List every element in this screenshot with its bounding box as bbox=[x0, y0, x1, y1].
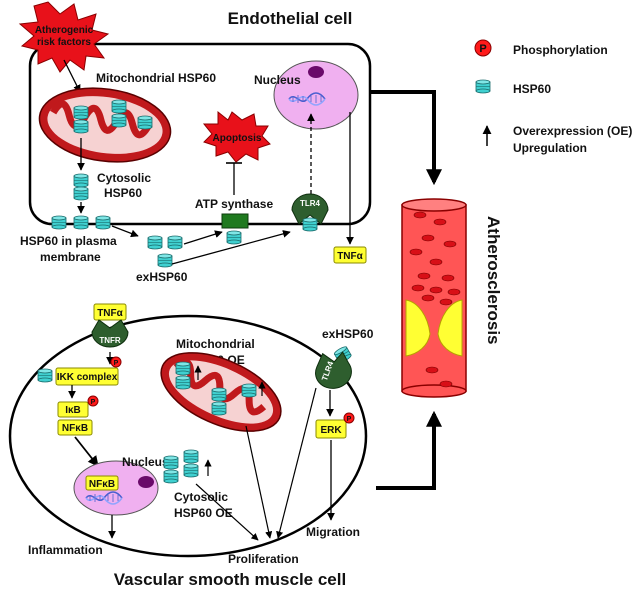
endothelial-exhsp60-1 bbox=[147, 235, 163, 250]
endothelial-tnfa-box bbox=[333, 246, 367, 264]
smc-tlr4-receptor: TLR4 bbox=[315, 351, 352, 389]
hsp60-legend-icon bbox=[475, 79, 491, 94]
smc-nucleus-nfkb-label: NFκB bbox=[89, 479, 115, 490]
smc-nucleus-label: Nucleus bbox=[122, 455, 169, 469]
membrane-hsp60-label-line1: HSP60 in plasma bbox=[20, 234, 117, 248]
smc-tnfa-box bbox=[93, 303, 127, 321]
smc-mito-hsp60-1 bbox=[175, 361, 191, 376]
ikk-phospho-symbol: P bbox=[114, 360, 119, 367]
ikb-phospho-symbol: P bbox=[91, 399, 96, 406]
endothelial-cytosolic-label-line2: HSP60 bbox=[104, 186, 142, 200]
hsp60-legend-label: HSP60 bbox=[513, 82, 551, 96]
erk-box bbox=[315, 419, 347, 439]
risk-to-mito-arrow bbox=[63, 59, 81, 93]
phosphorylation-legend-symbol: P bbox=[479, 43, 486, 55]
mito-to-proliferation-arrow bbox=[245, 425, 273, 539]
tlr4-to-proliferation-arrow bbox=[276, 387, 317, 539]
endothelial-cytosolic-hsp60-2 bbox=[73, 186, 89, 201]
membrane-hsp60-2 bbox=[73, 215, 89, 230]
smc-cytosolic-hsp60-1 bbox=[163, 455, 179, 470]
smc-mito-hsp60-4 bbox=[211, 401, 227, 416]
smc-nucleus bbox=[73, 460, 159, 516]
smc-mito-hsp60-2 bbox=[175, 375, 191, 390]
endothelial-mito-label: Mitochondrial HSP60 bbox=[96, 71, 216, 85]
endothelial-exhsp60-3 bbox=[157, 253, 173, 268]
smc-mito-hsp60-5 bbox=[241, 383, 257, 398]
membrane-to-exhsp60-arrow bbox=[111, 225, 139, 238]
erk-phospho-symbol: P bbox=[347, 416, 352, 423]
endothelial-to-artery-arrow bbox=[370, 90, 442, 186]
endothelial-mito-hsp60-1 bbox=[73, 105, 89, 120]
smc-to-artery-arrow bbox=[376, 410, 442, 490]
smc-mito-hsp60-3 bbox=[211, 387, 227, 402]
oe-legend-label-line1: Overexpression (OE) bbox=[513, 124, 632, 138]
smooth-muscle-cell-title: Vascular smooth muscle cell bbox=[114, 570, 346, 589]
tnfr-receptor: TNFR bbox=[91, 319, 129, 348]
cytosol-to-proliferation-arrow bbox=[195, 483, 259, 541]
endothelial-mitochondrion bbox=[38, 87, 172, 163]
membrane-hsp60-label-line2: membrane bbox=[40, 250, 101, 264]
apoptosis-label: Apoptosis bbox=[213, 133, 262, 144]
smc-cytosolic-hsp60-4 bbox=[183, 463, 199, 478]
endothelial-nucleus-label: Nucleus bbox=[254, 73, 301, 87]
atp-synthase-shape bbox=[221, 213, 249, 229]
nfkb-label: NFκB bbox=[62, 423, 88, 434]
proliferation-label: Proliferation bbox=[228, 552, 299, 566]
smooth-muscle-cell-membrane bbox=[8, 314, 368, 558]
red-blood-cells bbox=[409, 211, 461, 388]
risk-factors-label-line1: Atherogenic bbox=[35, 25, 94, 36]
endothelial-tnfa-label: TNFα bbox=[337, 251, 363, 262]
atherosclerosis-label: Atherosclerosis bbox=[484, 216, 503, 345]
endothelial-cell-membrane bbox=[28, 42, 372, 226]
nfkb-to-nucleus-arrow bbox=[74, 436, 99, 467]
endothelial-nucleus: Nucleus bbox=[254, 60, 359, 130]
endothelial-exhsp60-2 bbox=[167, 235, 183, 250]
phosphorylation-legend-icon bbox=[474, 39, 492, 57]
atp-synthase-hsp60 bbox=[226, 230, 242, 245]
endothelial-exhsp60-label: exHSP60 bbox=[136, 270, 188, 284]
membrane-hsp60-1 bbox=[51, 215, 67, 230]
inflammation-label: Inflammation bbox=[28, 543, 103, 557]
ikk-complex-label: IKK complex bbox=[57, 372, 118, 383]
erk-phospho-icon bbox=[343, 412, 355, 424]
smc-cytosolic-label-line1: Cytosolic bbox=[174, 490, 228, 504]
exhsp60-to-tlr4-arrow bbox=[171, 230, 291, 265]
ikk-phospho-icon bbox=[110, 356, 122, 368]
phosphorylation-legend-label: Phosphorylation bbox=[513, 43, 608, 57]
smc-cytosolic-hsp60-3 bbox=[183, 449, 199, 464]
endothelial-mito-hsp60-5 bbox=[137, 115, 153, 130]
tnfr-label: TNFR bbox=[99, 336, 121, 345]
endothelial-cell-title: Endothelial cell bbox=[228, 9, 353, 28]
ikb-label: IκB bbox=[65, 405, 81, 416]
endothelial-mito-hsp60-3 bbox=[111, 99, 127, 114]
smc-tnfa-label: TNFα bbox=[97, 308, 123, 319]
atp-synthase-label: ATP synthase bbox=[195, 197, 274, 211]
migration-label: Migration bbox=[306, 525, 360, 539]
oe-legend-label-line2: Upregulation bbox=[513, 141, 587, 155]
ikk-hsp60 bbox=[37, 368, 53, 383]
membrane-hsp60-3 bbox=[95, 215, 111, 230]
smc-cytosolic-hsp60-2 bbox=[163, 469, 179, 484]
endothelial-cytosolic-label-line1: Cytosolic bbox=[97, 171, 151, 185]
nfkb-box bbox=[57, 419, 93, 436]
risk-factors-label-line2: risk factors bbox=[37, 37, 91, 48]
risk-factors-starburst: Atherogenic risk factors bbox=[18, 1, 110, 73]
erk-label: ERK bbox=[320, 425, 342, 436]
exhsp60-to-atp-arrow bbox=[183, 230, 223, 245]
endothelial-mito-hsp60-2 bbox=[73, 119, 89, 134]
smc-mito-label-line1: Mitochondrial bbox=[176, 337, 255, 351]
endothelial-tlr4-receptor: TLR4 bbox=[291, 193, 329, 225]
endothelial-mito-hsp60-4 bbox=[111, 113, 127, 128]
smc-cytosolic-label-line2: HSP60 OE bbox=[174, 506, 233, 520]
smc-exhsp60-label: exHSP60 bbox=[322, 327, 374, 341]
apoptosis-starburst: Apoptosis bbox=[202, 110, 271, 163]
ikb-box bbox=[57, 401, 89, 418]
endothelial-tlr4-label: TLR4 bbox=[300, 199, 321, 208]
endothelial-tlr4-hsp60 bbox=[302, 217, 318, 232]
ikb-phospho-icon bbox=[87, 395, 99, 407]
endothelial-cytosolic-hsp60-1 bbox=[73, 173, 89, 188]
ikk-complex-box bbox=[55, 367, 119, 386]
